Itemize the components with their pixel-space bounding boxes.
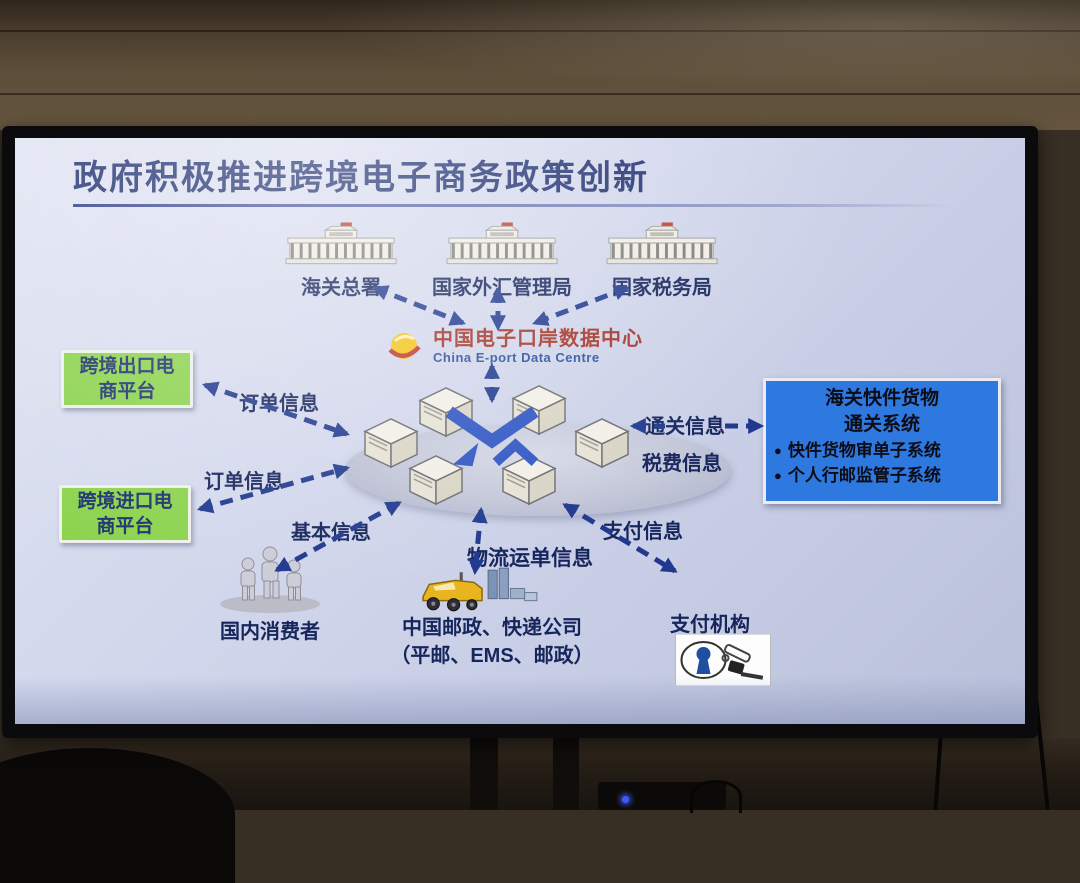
postal-label-line1: 中国邮政、快递公司 (402, 617, 582, 639)
agency-label: 海关总署 (301, 277, 381, 299)
wall-groove (0, 30, 1080, 32)
export-platform-box: 跨境出口电 商平台 (61, 350, 193, 408)
wall-background (0, 0, 1080, 130)
arrow-logistics-hub (468, 506, 488, 576)
flow-label-customs-info: 通关信息 (645, 416, 725, 438)
eport-name-cn: 中国电子口岸数据中心 (433, 328, 643, 351)
bullet-icon: ● (774, 443, 782, 458)
payment-org-label: 支付机构 (670, 614, 750, 636)
tv-stand-pole (553, 738, 579, 810)
customs-system-bullet-1: ● 快件货物审单子系统 (774, 438, 990, 463)
eport-data-centre: 中国电子口岸数据中心 China E-port Data Centre (383, 328, 643, 366)
flow-label-logistics-info: 物流运单信息 (467, 547, 593, 570)
arrow-consumers-hub (274, 500, 402, 573)
customs-system-title-line1: 海关快件货物 (824, 388, 939, 409)
bullet-text: 快件货物审单子系统 (787, 441, 941, 460)
wall-groove (0, 93, 1080, 95)
arrow-payment-hub (562, 502, 678, 574)
customs-system-title-line2: 通关系统 (843, 414, 920, 435)
import-platform-box: 跨境进口电 商平台 (59, 485, 191, 543)
power-led (622, 796, 629, 803)
title-separator (73, 204, 953, 207)
truck-icon (422, 567, 538, 612)
arrow-import-platform-hub (196, 463, 351, 514)
people-group-icon (220, 546, 320, 613)
agency-label: 国家税务局 (612, 277, 712, 299)
eport-logo-icon (388, 333, 421, 359)
bullet-text: 个人行邮监管子系统 (787, 466, 941, 485)
tv-frame: 政府积极推进跨境电子商务政策创新 海关总署 国家外汇管理局 国家税务局 中国电子… (2, 126, 1038, 738)
cable (690, 780, 742, 813)
bullet-icon: ● (774, 468, 782, 483)
customs-clearance-system-box: 海关快件货物 通关系统 ● 快件货物审单子系统 ● 个人行邮监管子系统 (763, 378, 1001, 504)
flow-label-tax-info: 税费信息 (642, 453, 722, 475)
customs-system-bullet-2: ● 个人行邮监管子系统 (774, 463, 990, 488)
agency-customs: 海关总署 (261, 222, 421, 300)
export-platform-line2: 商平台 (98, 381, 156, 402)
arrow-tax-eport (532, 285, 630, 326)
agency-taxation: 国家税务局 (582, 222, 742, 300)
import-platform-line1: 跨境进口电 (77, 491, 173, 512)
arrow-export-platform-hub (201, 381, 351, 438)
slide-title: 政府积极推进跨境电子商务政策创新 (73, 159, 649, 197)
tv-stand-pole (470, 738, 498, 810)
import-platform-line2: 商平台 (96, 516, 154, 537)
postal-label-line2: （平邮、EMS、邮政） (390, 645, 594, 667)
export-platform-line1: 跨境出口电 (79, 356, 175, 377)
arrow-customs-eport (372, 285, 466, 326)
presentation-slide: 政府积极推进跨境电子商务政策创新 海关总署 国家外汇管理局 国家税务局 中国电子… (15, 138, 1025, 724)
flow-arrows-layer (196, 285, 765, 576)
eport-name-en: China E-port Data Centre (433, 350, 600, 366)
consumers-label: 国内消费者 (220, 621, 320, 643)
data-exchange-arrows-icon (445, 406, 539, 467)
